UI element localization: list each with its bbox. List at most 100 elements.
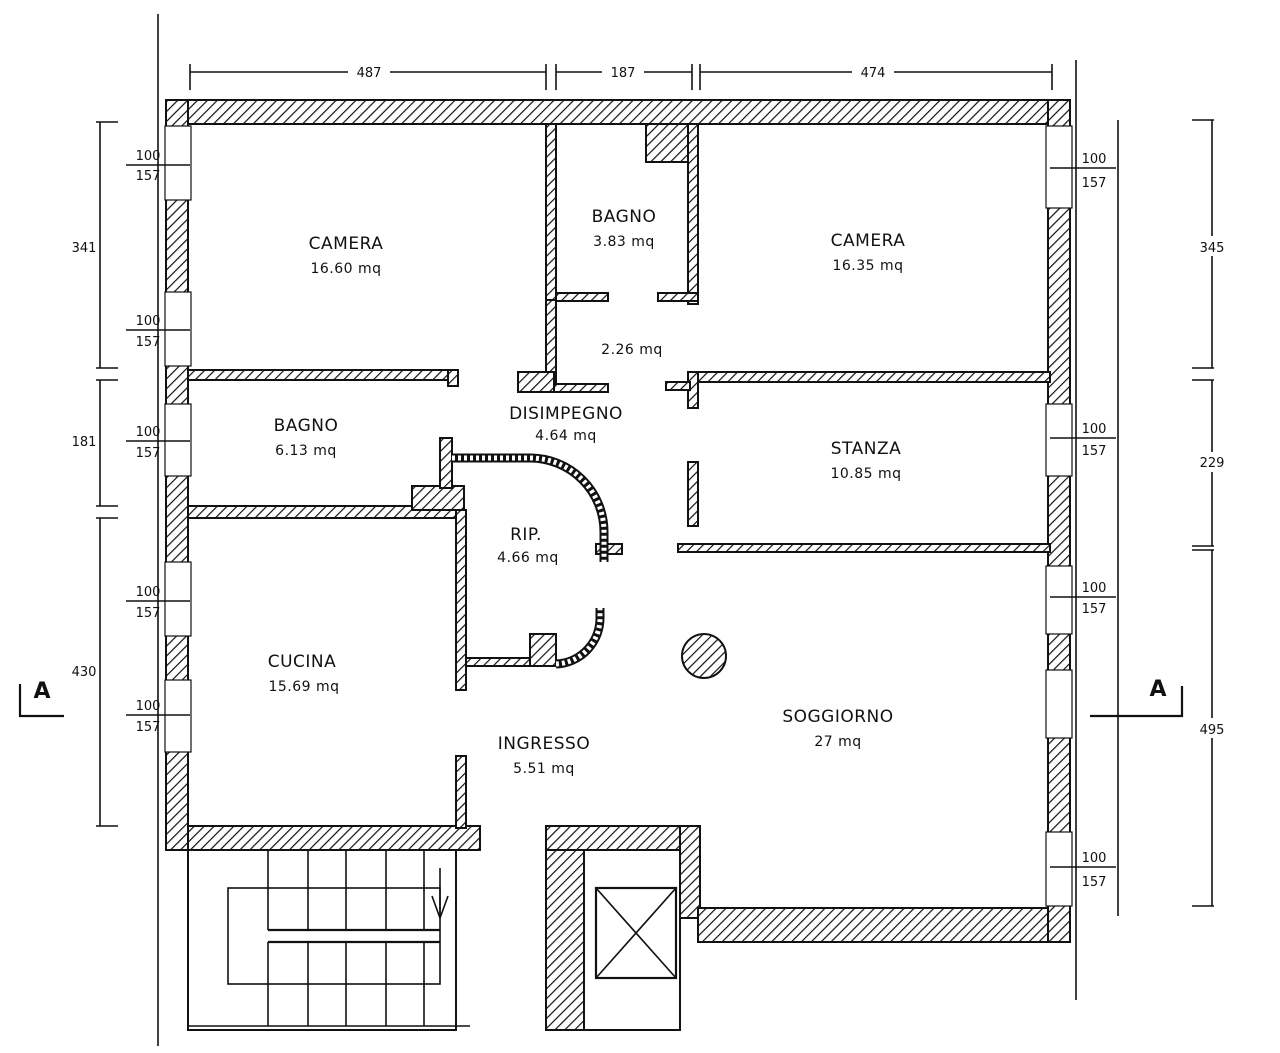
window-w1 xyxy=(164,125,192,201)
room-rip-area: 4.66 mq xyxy=(497,550,559,566)
wall-stanza-soggiorno xyxy=(677,543,1051,553)
window-e2 xyxy=(1045,403,1073,477)
win-spec-l3: 100 157 xyxy=(126,425,190,461)
svg-text:100: 100 xyxy=(1082,152,1107,167)
room-bagno-left-name: BAGNO xyxy=(274,416,339,436)
room-camera-left-area: 16.60 mq xyxy=(310,261,381,277)
svg-text:100: 100 xyxy=(1082,581,1107,596)
svg-text:157: 157 xyxy=(1082,444,1107,459)
wall-bagno-step xyxy=(411,485,465,511)
room-bagno-top-area: 3.83 mq xyxy=(593,234,655,250)
room-bagno-top-name: BAGNO xyxy=(592,207,657,227)
dimension-labels: 487 187 474 341 181 430 345 229 495 xyxy=(72,62,1232,738)
wall-south-right xyxy=(697,907,1071,943)
staircase xyxy=(187,849,470,1031)
svg-text:157: 157 xyxy=(136,335,161,350)
wall-east xyxy=(1047,99,1071,943)
wall-cucina-right xyxy=(455,755,467,829)
window-specs: 100 157 100 157 100 157 100 157 100 157 … xyxy=(126,149,1116,890)
dim-right-2: 229 xyxy=(1200,456,1225,471)
room-ingresso-name: INGRESSO xyxy=(498,734,590,754)
svg-text:100: 100 xyxy=(1082,851,1107,866)
win-spec-r2: 100 157 xyxy=(1050,422,1116,459)
wall-rip-door-stub xyxy=(595,543,623,555)
dim-right-1: 345 xyxy=(1200,241,1225,256)
window-w4 xyxy=(164,561,192,637)
wall-bagno-left xyxy=(545,123,557,301)
svg-text:157: 157 xyxy=(136,720,161,735)
dim-right-3: 495 xyxy=(1200,723,1225,738)
wall-closet-bottom xyxy=(553,383,609,393)
wall-bagno-right-stub xyxy=(439,437,453,489)
win-spec-r4: 100 157 xyxy=(1050,851,1116,890)
svg-text:157: 157 xyxy=(136,606,161,621)
room-soggiorno-area: 27 mq xyxy=(814,734,861,750)
dim-left-3: 430 xyxy=(72,665,97,680)
room-soggiorno-name: SOGGIORNO xyxy=(782,707,893,727)
room-cucina-name: CUCINA xyxy=(268,652,337,672)
wall-bagno-right xyxy=(687,123,699,305)
svg-text:157: 157 xyxy=(1082,602,1107,617)
room-disimpegno-area: 4.64 mq xyxy=(535,428,597,444)
room-camera-right-name: CAMERA xyxy=(831,231,906,251)
wall-bagno-bottom-l xyxy=(555,292,609,302)
wall-camera-bagno-l-return xyxy=(447,369,459,387)
dim-left-1: 341 xyxy=(72,241,97,256)
wall-rip-bottom xyxy=(465,657,537,667)
room-hall-small-area: 2.26 mq xyxy=(601,342,663,358)
win-spec-l1: 100 157 xyxy=(126,149,190,184)
window-e5 xyxy=(1045,669,1073,739)
svg-text:157: 157 xyxy=(136,169,161,184)
dim-top-3: 474 xyxy=(861,66,886,81)
section-mark-left: A xyxy=(18,679,64,718)
interior-walls xyxy=(187,123,1051,829)
window-w2 xyxy=(164,291,192,367)
svg-text:A: A xyxy=(1149,677,1166,702)
room-bagno-left-area: 6.13 mq xyxy=(275,443,337,459)
wall-stanza-left xyxy=(687,461,699,527)
wall-camera-bagno-l xyxy=(187,369,459,381)
wall-rip-left xyxy=(455,509,467,691)
wall-bagno-bottom-r xyxy=(657,292,699,302)
dim-top-1: 487 xyxy=(357,66,382,81)
dim-left-2: 181 xyxy=(72,435,97,450)
rip-curved-wall xyxy=(452,453,609,669)
column-icon xyxy=(681,633,727,679)
wall-south-mid xyxy=(545,825,697,851)
win-spec-l5: 100 157 xyxy=(126,699,190,735)
win-spec-l2: 100 157 xyxy=(126,314,190,350)
wall-rip-pillar xyxy=(529,633,557,667)
room-camera-left-name: CAMERA xyxy=(309,234,384,254)
room-cucina-area: 15.69 mq xyxy=(268,679,339,695)
room-ingresso-area: 5.51 mq xyxy=(513,761,575,777)
room-camera-right-area: 16.35 mq xyxy=(832,258,903,274)
windows xyxy=(164,125,1073,907)
wall-camera-stanza-stub xyxy=(665,381,691,391)
room-stanza-area: 10.85 mq xyxy=(830,466,901,482)
dim-top-2: 187 xyxy=(611,66,636,81)
room-rip-name: RIP. xyxy=(510,525,542,545)
room-disimpegno-name: DISIMPEGNO xyxy=(509,404,623,424)
room-labels: CAMERA 16.60 mq BAGNO 3.83 mq CAMERA 16.… xyxy=(268,207,906,777)
svg-text:100: 100 xyxy=(136,314,161,329)
svg-text:100: 100 xyxy=(136,585,161,600)
svg-text:157: 157 xyxy=(136,446,161,461)
svg-text:157: 157 xyxy=(1082,176,1107,191)
window-w5 xyxy=(164,679,192,753)
win-spec-l4: 100 157 xyxy=(126,585,190,621)
window-e1 xyxy=(1045,125,1073,209)
section-mark-right: A xyxy=(1090,677,1184,718)
wall-closet-pillar xyxy=(517,371,555,393)
window-w3 xyxy=(164,403,192,477)
window-e4 xyxy=(1045,831,1073,907)
wall-south-left xyxy=(165,825,481,851)
elevator xyxy=(545,849,681,1031)
svg-text:100: 100 xyxy=(1082,422,1107,437)
window-e3 xyxy=(1045,565,1073,635)
svg-text:A: A xyxy=(33,679,50,704)
win-spec-r3: 100 157 xyxy=(1050,581,1116,617)
wall-south-mid-drop xyxy=(679,825,701,919)
svg-text:100: 100 xyxy=(136,149,161,164)
